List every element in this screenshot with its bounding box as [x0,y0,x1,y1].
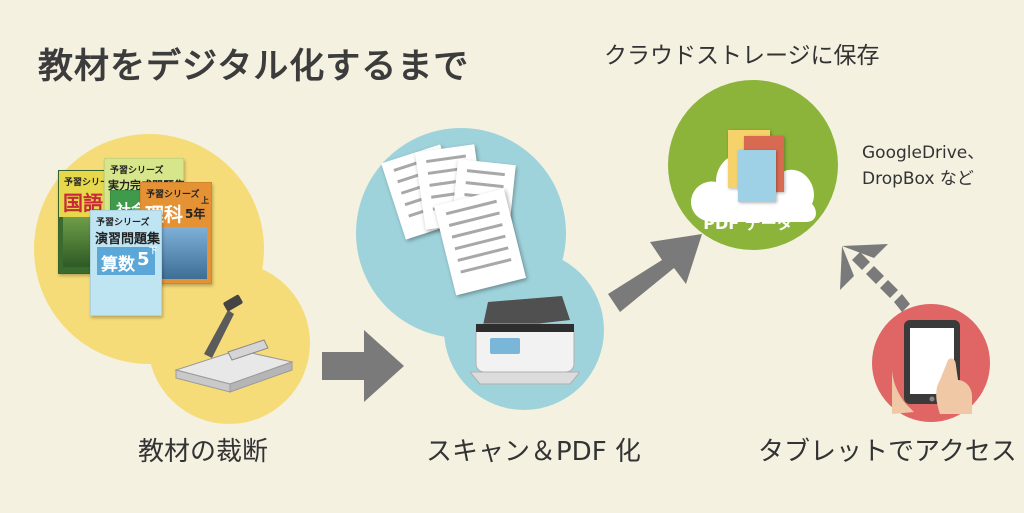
step-scan-label: スキャン＆PDF 化 [426,437,641,467]
book-enshu-series: 予習シリーズ [96,218,150,228]
book-rika-mark: 上 [201,196,209,205]
tablet-circle [872,304,990,422]
book-enshu: 予習シリーズ 演習問題集 算数 5 下 [90,210,162,316]
paper-cutter-icon [174,294,294,393]
book-rika-grade: 5年 [185,207,206,221]
pdf-data-label: PDF データ [703,214,793,233]
arrow-scan-to-cloud-icon [608,234,702,312]
storage-services-note: GoogleDrive、 DropBox など [862,140,984,192]
book-rika-series: 予習シリーズ [146,190,200,200]
cloud-storage-circle: PDF データ [668,80,838,250]
step-cut-label: 教材の裁断 [138,437,269,467]
cloud-storage-title: クラウドストレージに保存 [604,43,880,69]
arrow-tablet-to-cloud-icon [840,244,910,312]
tablet-hand-icon [892,320,972,414]
book-sansu-grade: 5 [137,249,150,270]
document-scanner-icon [470,296,580,385]
book-kokugo-series: 予習シリーズ [64,178,118,188]
storage-note-line2: DropBox など [862,169,974,189]
step-tablet-label: タブレットでアクセス [758,437,1017,467]
book-sansu-title: 算数 [101,255,135,275]
arrow-cut-to-scan-icon [322,330,404,402]
diagram-title: 教材をデジタル化するまで [38,47,470,87]
book-jitsuryoku-series: 予習シリーズ [110,166,164,176]
cutter-circle [148,262,310,424]
storage-note-line1: GoogleDrive、 [862,143,985,163]
pdf-book-thumbnail [738,150,776,202]
book-sansu-mark: 下 [149,246,157,255]
book-enshu-title: 演習問題集 [95,232,161,247]
